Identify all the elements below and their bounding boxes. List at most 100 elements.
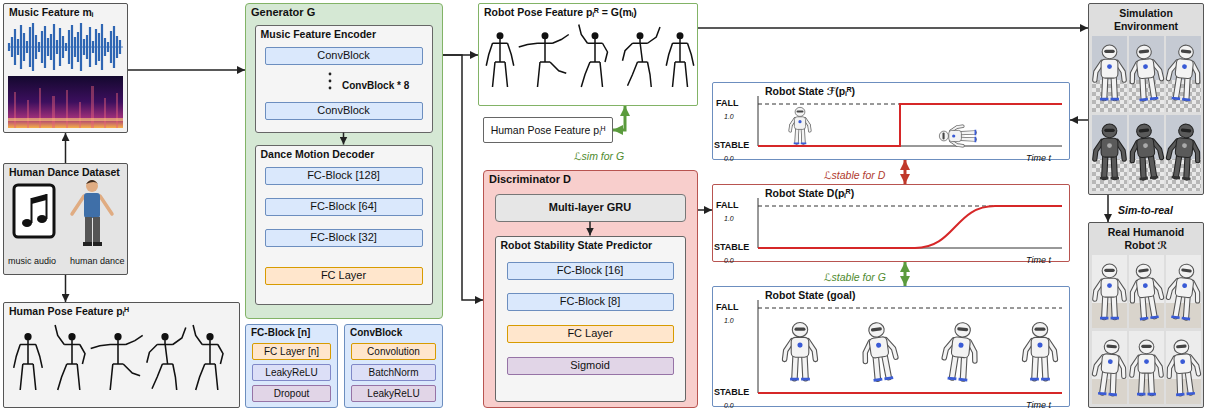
drawn-rect	[14, 185, 54, 237]
submodule-box: Dance Motion DecoderFC-Block [128] FC-Blo…	[255, 145, 433, 305]
box-heading: FC-Block [n]	[251, 327, 332, 339]
axis-title: Time t	[1026, 400, 1051, 410]
box-label: FC-Block [64]	[310, 200, 377, 213]
connector	[128, 69, 245, 71]
connector	[613, 106, 625, 130]
layer-block: LeakyReLU	[351, 385, 436, 402]
drawn-use	[1129, 44, 1164, 101]
axis-label: STABLE	[714, 242, 749, 252]
box-label: FC Layer [n]	[264, 346, 319, 358]
legend-box: FC-Block [n] FC Layer [n] LeakyReLU Dropout	[245, 324, 338, 408]
drawn-rect	[1166, 255, 1201, 328]
connector	[65, 275, 67, 302]
connector	[698, 27, 1088, 29]
box-label: ConvBlock	[317, 49, 370, 62]
box-heading: Dance Motion Decoder	[261, 148, 427, 161]
edge-label: Sim-to-real	[1116, 204, 1175, 216]
drawn-circle	[329, 87, 332, 90]
box-heading: Robot Stability State Predictor	[501, 239, 680, 252]
box-label: ConvBlock	[317, 104, 370, 117]
box-heading: Robot State ℱ(pᵢᴿ)	[765, 85, 1065, 98]
layer-block: BatchNorm	[351, 364, 436, 381]
axis-value: 1.0	[724, 317, 734, 324]
module-box: Discriminator DMulti-layer GRURobot Stab…	[483, 170, 698, 408]
drawn-rect	[1129, 255, 1164, 328]
state-chart: Robot State D(pᵢᴿ)	[712, 184, 1070, 262]
label-holder: FALL	[716, 92, 739, 110]
drawn-rect	[1092, 80, 1127, 112]
drawn-use	[1166, 339, 1200, 395]
drawn-rect	[91, 86, 94, 128]
layer-block: Sigmoid	[507, 357, 674, 375]
drawn-circle	[86, 180, 98, 192]
drawn-use	[1128, 262, 1164, 319]
box-heading: Robot State (goal)	[765, 289, 1065, 302]
feature-box: Human Pose Feature pᵢᴴ	[483, 117, 613, 143]
drawn-rect	[1166, 331, 1201, 404]
drawn-use	[1093, 339, 1127, 395]
drawn-rect	[52, 96, 55, 128]
drawn-rect	[1092, 255, 1127, 328]
drawn-rect	[84, 193, 100, 218]
layer-block: LeakyReLU	[252, 364, 331, 381]
box-heading: Generator G	[251, 6, 437, 19]
drawn-rect	[1129, 115, 1164, 191]
axis-title: Time t	[1026, 255, 1051, 265]
label-holder: music audio	[8, 250, 56, 268]
edge-label: ℒstable for G	[822, 271, 888, 283]
connector	[589, 222, 591, 236]
box-label: Convolution	[367, 346, 420, 358]
drawn-path	[32, 194, 47, 204]
box-label: LeakyReLU	[367, 388, 419, 400]
connector	[65, 133, 67, 163]
icon-caption: music audio	[8, 256, 56, 266]
drawn-circle	[329, 80, 332, 83]
connector	[904, 262, 907, 286]
drawn-rect	[93, 242, 102, 246]
box-label: FC-Block [128]	[307, 169, 380, 182]
axis-value: 0.0	[724, 257, 734, 264]
box-heading: Robot State D(pᵢᴿ)	[765, 187, 1065, 200]
drawn-rect	[85, 217, 92, 243]
drawn-rect	[1166, 379, 1201, 404]
legend-box: ConvBlockConvolutionBatchNormLeakyReLU	[344, 324, 443, 408]
music-file-icon	[14, 185, 54, 237]
connector	[443, 55, 483, 300]
layer-block: Multi-layer GRU	[495, 194, 686, 222]
layer-block: FC Layer	[265, 267, 423, 285]
box-label: FC Layer	[567, 327, 612, 340]
layer-block: FC-Block [16]	[507, 262, 674, 280]
drawn-rect	[1129, 331, 1164, 404]
box-label: FC-Block [8]	[560, 295, 621, 308]
drawn-rect	[79, 102, 81, 128]
drawn-rect	[1092, 115, 1127, 191]
submodule-box: Robot Stability State PredictorFC-Block …	[495, 236, 686, 402]
box-label: Sigmoid	[570, 359, 610, 372]
label-holder: Time t	[1026, 394, 1051, 410]
spectrogram	[8, 76, 123, 128]
label-holder: ℒstable for D	[822, 165, 887, 183]
drawn-rect	[1166, 115, 1201, 191]
axis-label: FALL	[716, 98, 739, 108]
layer-block: ConvBlock	[265, 47, 423, 65]
drawn-path	[758, 392, 1062, 394]
icon-caption: human dance	[70, 256, 125, 266]
drawn-use	[1095, 124, 1124, 178]
drawn-use	[1166, 262, 1202, 319]
drawn-rect	[83, 242, 92, 246]
axis-title: Time t	[1026, 153, 1051, 163]
box-label: Dropout	[274, 388, 310, 400]
label-holder: Time t	[1026, 249, 1051, 267]
box-label: Multi-layer GRU	[549, 201, 632, 214]
drawn-use	[1095, 45, 1124, 99]
axis-value: 0.0	[724, 402, 734, 409]
drawn-rect	[1129, 379, 1164, 404]
layer-block: FC-Block [128]	[265, 167, 423, 185]
label-holder: STABLE	[714, 134, 749, 152]
axis-label: FALL	[716, 200, 739, 210]
box-label: FC Layer	[321, 269, 366, 282]
drawn-path	[32, 194, 47, 223]
box-heading: Real Humanoid Robot ℛ	[1093, 226, 1199, 251]
label-holder: STABLE	[714, 236, 749, 254]
